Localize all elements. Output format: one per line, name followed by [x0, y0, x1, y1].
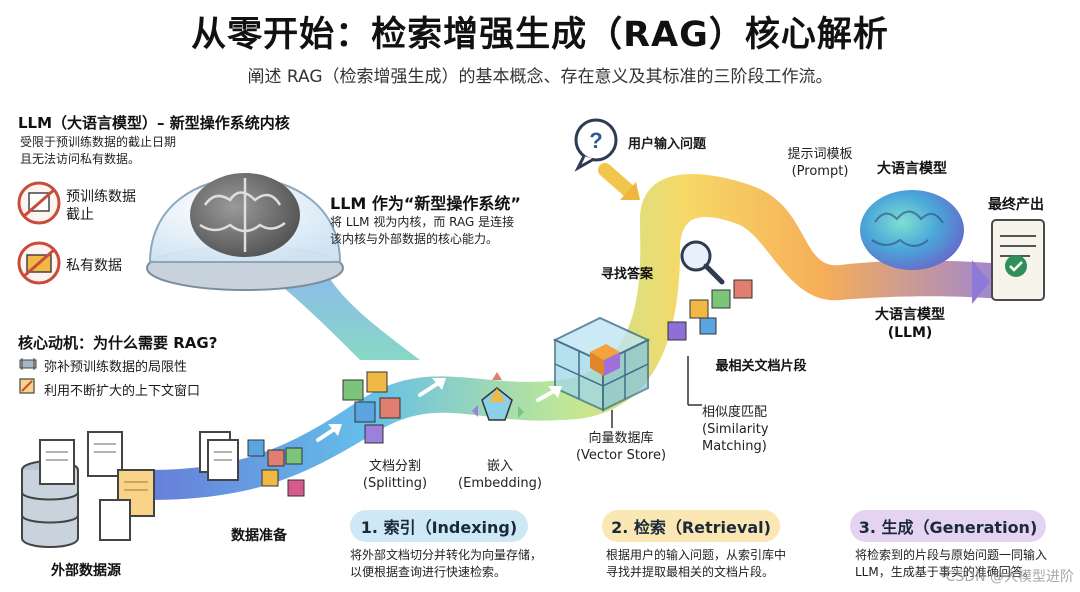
splitting-line1: 文档分割	[368, 459, 421, 474]
motivation-item2: 利用不断扩大的上下文窗口	[44, 384, 201, 399]
stage-generation-desc-line1: 将检索到的片段与原始问题一同输入	[855, 548, 1048, 562]
watermark: CSDN @大模型进阶	[945, 569, 1074, 585]
prompt-template-label: 提示词模板 (Prompt)	[770, 146, 870, 180]
check-icon	[1005, 255, 1027, 277]
question-bubble-icon	[574, 118, 618, 162]
llm-brain-icon	[860, 190, 964, 270]
similarity-line1: 相似度匹配	[702, 405, 768, 420]
final-output-label: 最终产出	[988, 197, 1044, 213]
vector-store-cube-icon	[552, 316, 651, 412]
document-stack-icon	[199, 431, 239, 481]
os-line1: 将 LLM 视为内核，而 RAG 是连接	[330, 215, 515, 229]
svg-text:?: ?	[589, 128, 602, 153]
llm-desc-line1: 受限于预训练数据的截止日期	[20, 135, 177, 149]
pretrain-cutoff-line1: 预训练数据	[66, 189, 136, 205]
stage-generation: 3. 生成（Generation)	[850, 510, 1046, 542]
vector-store-line2: (Vector Store)	[575, 448, 667, 463]
user-question-label: 用户输入问题	[628, 137, 707, 152]
stage-indexing-desc-line1: 将外部文档切分并转化为向量存储，	[350, 548, 543, 562]
stage-retrieval-desc-line2: 寻找并提取最相关的文档片段。	[606, 565, 775, 579]
os-heading: LLM 作为“新型操作系统”	[330, 194, 521, 213]
splitting-line2: (Splitting)	[362, 476, 428, 491]
splitting-cubes-icon	[342, 371, 401, 444]
stage-generation-desc-line2: LLM，生成基于事实的准确回答。	[855, 565, 1035, 579]
pretrain-cutoff-line2: 截止	[66, 207, 94, 223]
stage-indexing: 1. 索引（Indexing)	[350, 510, 528, 542]
llm-desc-line2: 且无法访问私有数据。	[20, 152, 141, 166]
embedding-label: 嵌入 (Embedding)	[450, 458, 550, 492]
motivation-heading: 核心动机：为什么需要 RAG?	[18, 334, 218, 352]
similarity-line2: (Similarity	[702, 422, 769, 437]
vector-store-label: 向量数据库 (Vector Store)	[566, 430, 676, 464]
prompt-template-line2: (Prompt)	[791, 164, 849, 179]
data-prep-label: 数据准备	[231, 528, 287, 544]
relevant-chunks-icon	[667, 279, 753, 341]
llm-bottom-line1: 大语言模型	[875, 307, 945, 323]
similarity-line3: Matching)	[702, 439, 767, 454]
calendar-forbidden-icon	[17, 181, 61, 225]
vector-store-line1: 向量数据库	[588, 431, 654, 446]
stage-indexing-desc-line2: 以便根据查询进行快速检索。	[350, 565, 507, 579]
bridge-icon	[19, 358, 37, 370]
magnifier-icon	[680, 240, 712, 272]
splitting-label: 文档分割 (Splitting)	[350, 458, 440, 492]
chunks-icon	[247, 439, 305, 497]
documents-icon	[39, 431, 155, 541]
llm-heading: LLM（大语言模型）– 新型操作系统内核	[18, 114, 290, 132]
pretrain-cutoff-label: 预训练数据 截止	[66, 188, 136, 224]
find-answer-label: 寻找答案	[600, 267, 653, 282]
prompt-template-line1: 提示词模板	[787, 147, 853, 162]
stage-indexing-desc: 将外部文档切分并转化为向量存储， 以便根据查询进行快速检索。	[350, 547, 590, 581]
stage-retrieval-desc: 根据用户的输入问题，从索引库中 寻找并提取最相关的文档片段。	[606, 547, 836, 581]
window-expand-icon	[19, 378, 35, 394]
embedding-gem-icon	[472, 372, 524, 421]
stage-retrieval: 2. 检索（Retrieval)	[602, 510, 780, 542]
os-line2: 该内核与外部数据的核心能力。	[330, 232, 499, 246]
stage-generation-desc: 将检索到的片段与原始问题一同输入 LLM，生成基于事实的准确回答。	[855, 547, 1075, 581]
top-chunks-label: 最相关文档片段	[715, 359, 807, 374]
page-title: 从零开始：检索增强生成（RAG）核心解析	[191, 15, 889, 55]
kernel-connector	[262, 270, 420, 360]
embedding-line2: (Embedding)	[458, 476, 542, 491]
llm-bottom-label: 大语言模型 (LLM)	[862, 306, 958, 342]
stage-retrieval-desc-line1: 根据用户的输入问题，从索引库中	[606, 548, 787, 562]
llm-top-label: 大语言模型	[877, 161, 947, 177]
private-data-label: 私有数据	[66, 258, 122, 274]
motivation-item1: 弥补预训练数据的局限性	[44, 360, 188, 375]
external-source-label: 外部数据源	[51, 563, 121, 579]
llm-bottom-line2: (LLM)	[887, 325, 933, 341]
question-arrow	[598, 163, 637, 199]
similarity-label: 相似度匹配 (Similarity Matching)	[702, 404, 792, 455]
folder-forbidden-icon	[17, 241, 61, 285]
page-subtitle: 阐述 RAG（检索增强生成）的基本概念、存在意义及其标准的三阶段工作流。	[247, 67, 833, 87]
embedding-line1: 嵌入	[486, 459, 513, 474]
